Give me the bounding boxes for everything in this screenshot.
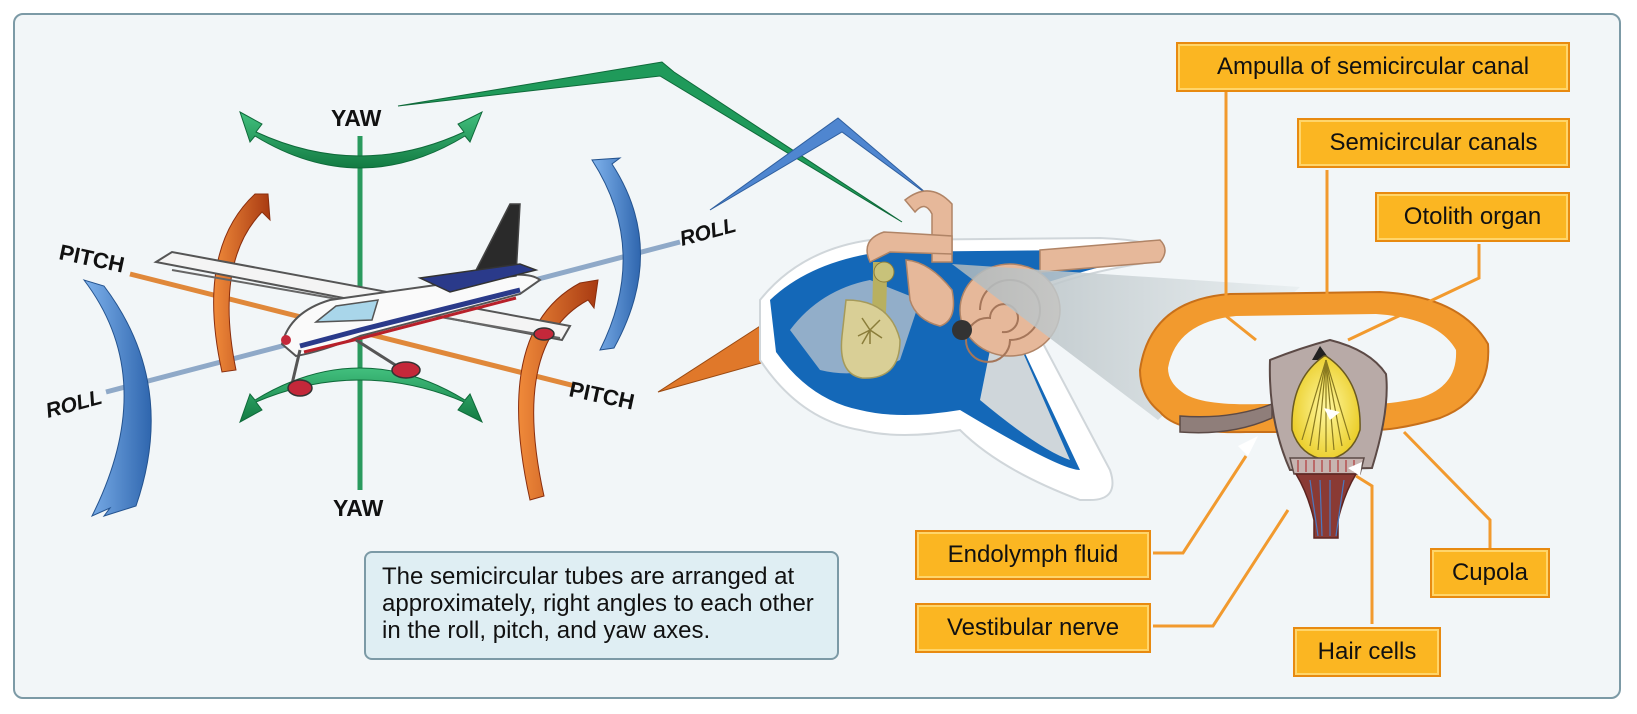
callout-otolith-organ: Otolith organ [1375,192,1570,242]
callout-endolymph-fluid: Endolymph fluid [915,530,1151,580]
roll-arrow-right [591,157,641,351]
leader-vestibular [1153,509,1290,628]
callout-semicircular-canals: Semicircular canals [1297,118,1570,168]
callout-cupola: Cupola [1430,548,1550,598]
roll-connector [709,117,933,211]
yaw-arrow-top [239,110,483,169]
leader-otolith [1347,244,1481,342]
inner-ear [759,190,1166,501]
airplane [153,203,572,397]
caption-box: The semicircular tubes are arranged at a… [364,551,839,660]
pitch-arrow-left [213,193,271,373]
callout-vestibular-nerve: Vestibular nerve [915,603,1151,653]
pitch-label-left: PITCH [57,239,127,277]
ampulla-cross-section [1138,290,1490,539]
leader-ampulla [1224,90,1257,342]
callout-hair-cells: Hair cells [1293,627,1441,677]
yaw-label-bottom: YAW [333,495,384,521]
yaw-label-top: YAW [331,105,382,131]
pitch-label-right: PITCH [567,376,637,414]
caption-text: The semicircular tubes are arranged at a… [382,563,814,644]
leader-endolymph [1153,455,1248,555]
leader-hair-cells [1355,474,1374,624]
callout-ampulla: Ampulla of semicircular canal [1176,42,1570,92]
roll-arrow-left [82,279,152,518]
yaw-connector [397,61,903,223]
roll-label-right: ROLL [677,214,738,251]
airplane-group: YAW YAW PITCH PITCH ROLL ROLL [43,105,738,521]
roll-label-left: ROLL [43,386,104,423]
leader-lines [1153,90,1492,628]
